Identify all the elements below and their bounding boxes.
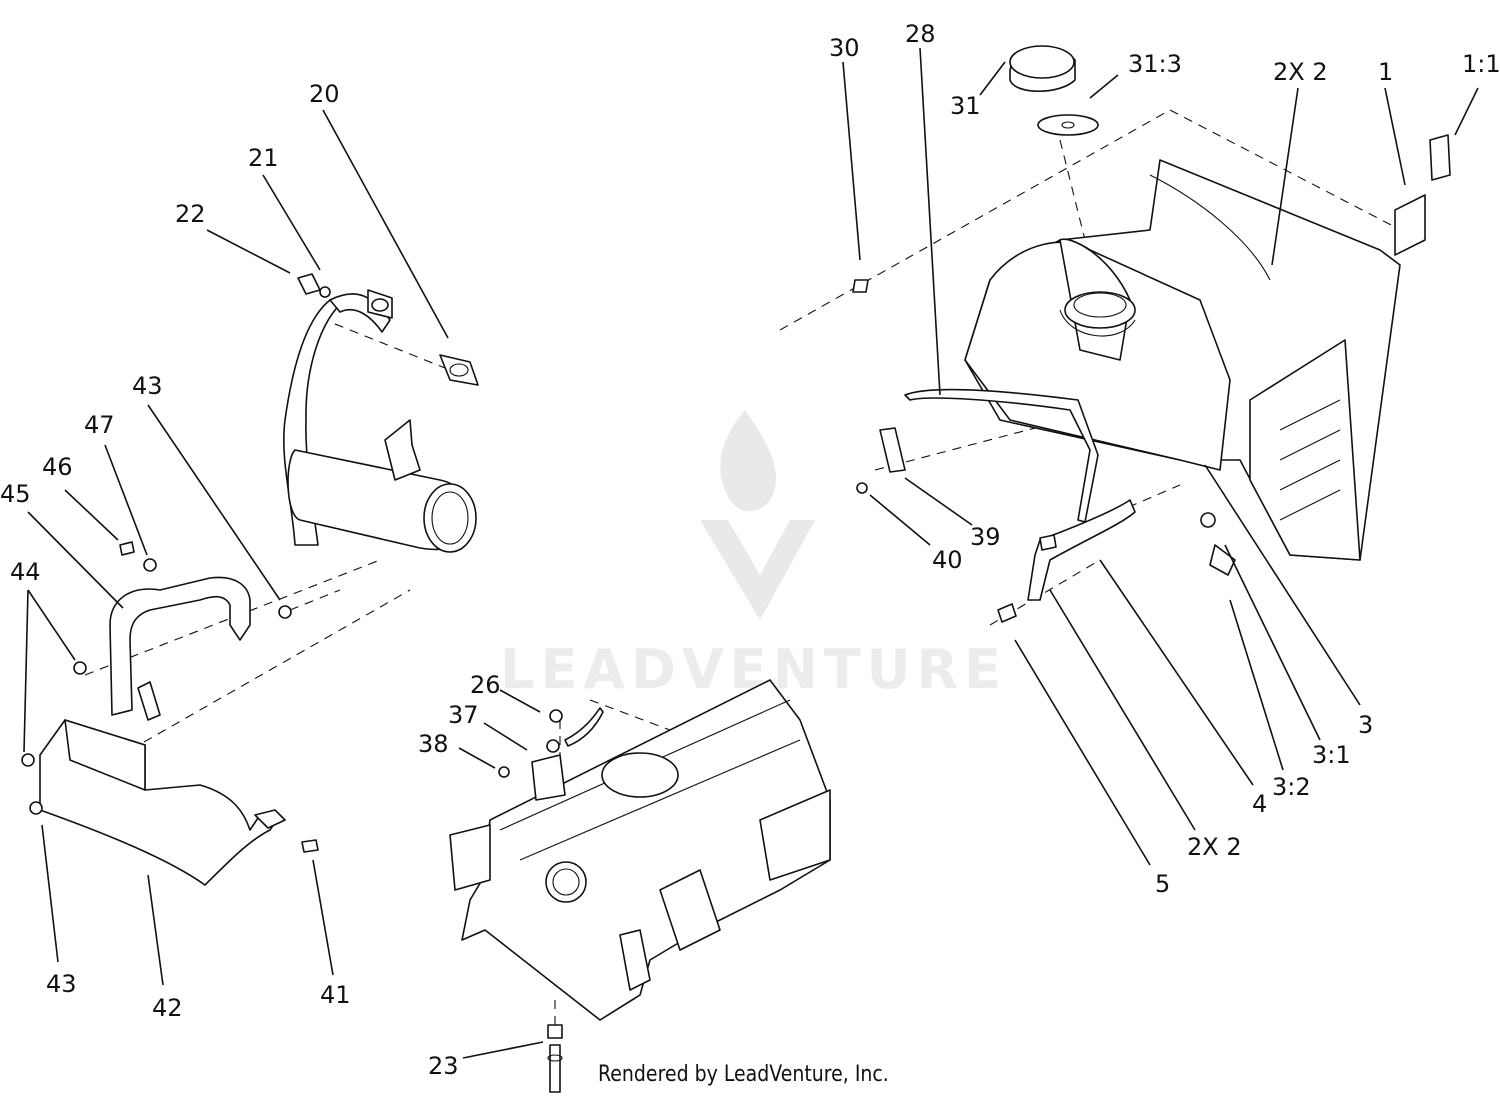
frame-chassis xyxy=(449,679,831,1093)
callout-2x2-top: 2X 2 xyxy=(1273,58,1328,86)
callout-labels: 30 28 31 31:3 2X 2 1 1:1 20 21 22 43 47 … xyxy=(0,20,1500,1080)
callout-43-bottom: 43 xyxy=(46,970,77,998)
footer-credit: Rendered by LeadVenture, Inc. xyxy=(598,1062,889,1087)
callout-3-2: 3:2 xyxy=(1272,773,1311,801)
callout-21: 21 xyxy=(248,144,279,172)
callout-1-1: 1:1 xyxy=(1462,50,1500,78)
watermark-logo: LEADVENTURE xyxy=(500,410,1001,701)
callout-46: 46 xyxy=(42,453,73,481)
callout-20: 20 xyxy=(309,80,340,108)
callout-40: 40 xyxy=(932,546,963,574)
callout-37: 37 xyxy=(448,701,479,729)
callout-22: 22 xyxy=(175,200,206,228)
callout-39: 39 xyxy=(970,523,1001,551)
callout-45: 45 xyxy=(0,480,31,508)
exhaust-muffler-assembly xyxy=(282,273,479,553)
callout-31-3: 31:3 xyxy=(1128,50,1182,78)
callout-42: 42 xyxy=(152,994,183,1022)
callout-23: 23 xyxy=(428,1052,459,1080)
lower-shield-assembly xyxy=(21,605,319,886)
callout-30: 30 xyxy=(829,34,860,62)
callout-47: 47 xyxy=(84,411,115,439)
callout-26: 26 xyxy=(470,671,501,699)
fuel-tank-assembly xyxy=(852,45,1451,623)
callout-1: 1 xyxy=(1378,58,1393,86)
callout-28: 28 xyxy=(905,20,936,48)
callout-5: 5 xyxy=(1155,870,1170,898)
callout-3-1: 3:1 xyxy=(1312,741,1351,769)
callout-3: 3 xyxy=(1358,711,1373,739)
callout-leaders xyxy=(23,47,1479,1059)
heat-shield-assembly xyxy=(109,541,251,721)
callout-44: 44 xyxy=(10,558,41,586)
callout-4: 4 xyxy=(1252,790,1267,818)
callout-38: 38 xyxy=(418,730,449,758)
callout-2x2-bottom: 2X 2 xyxy=(1187,833,1242,861)
callout-31: 31 xyxy=(950,92,981,120)
callout-41: 41 xyxy=(320,981,351,1009)
callout-43-top: 43 xyxy=(132,372,163,400)
